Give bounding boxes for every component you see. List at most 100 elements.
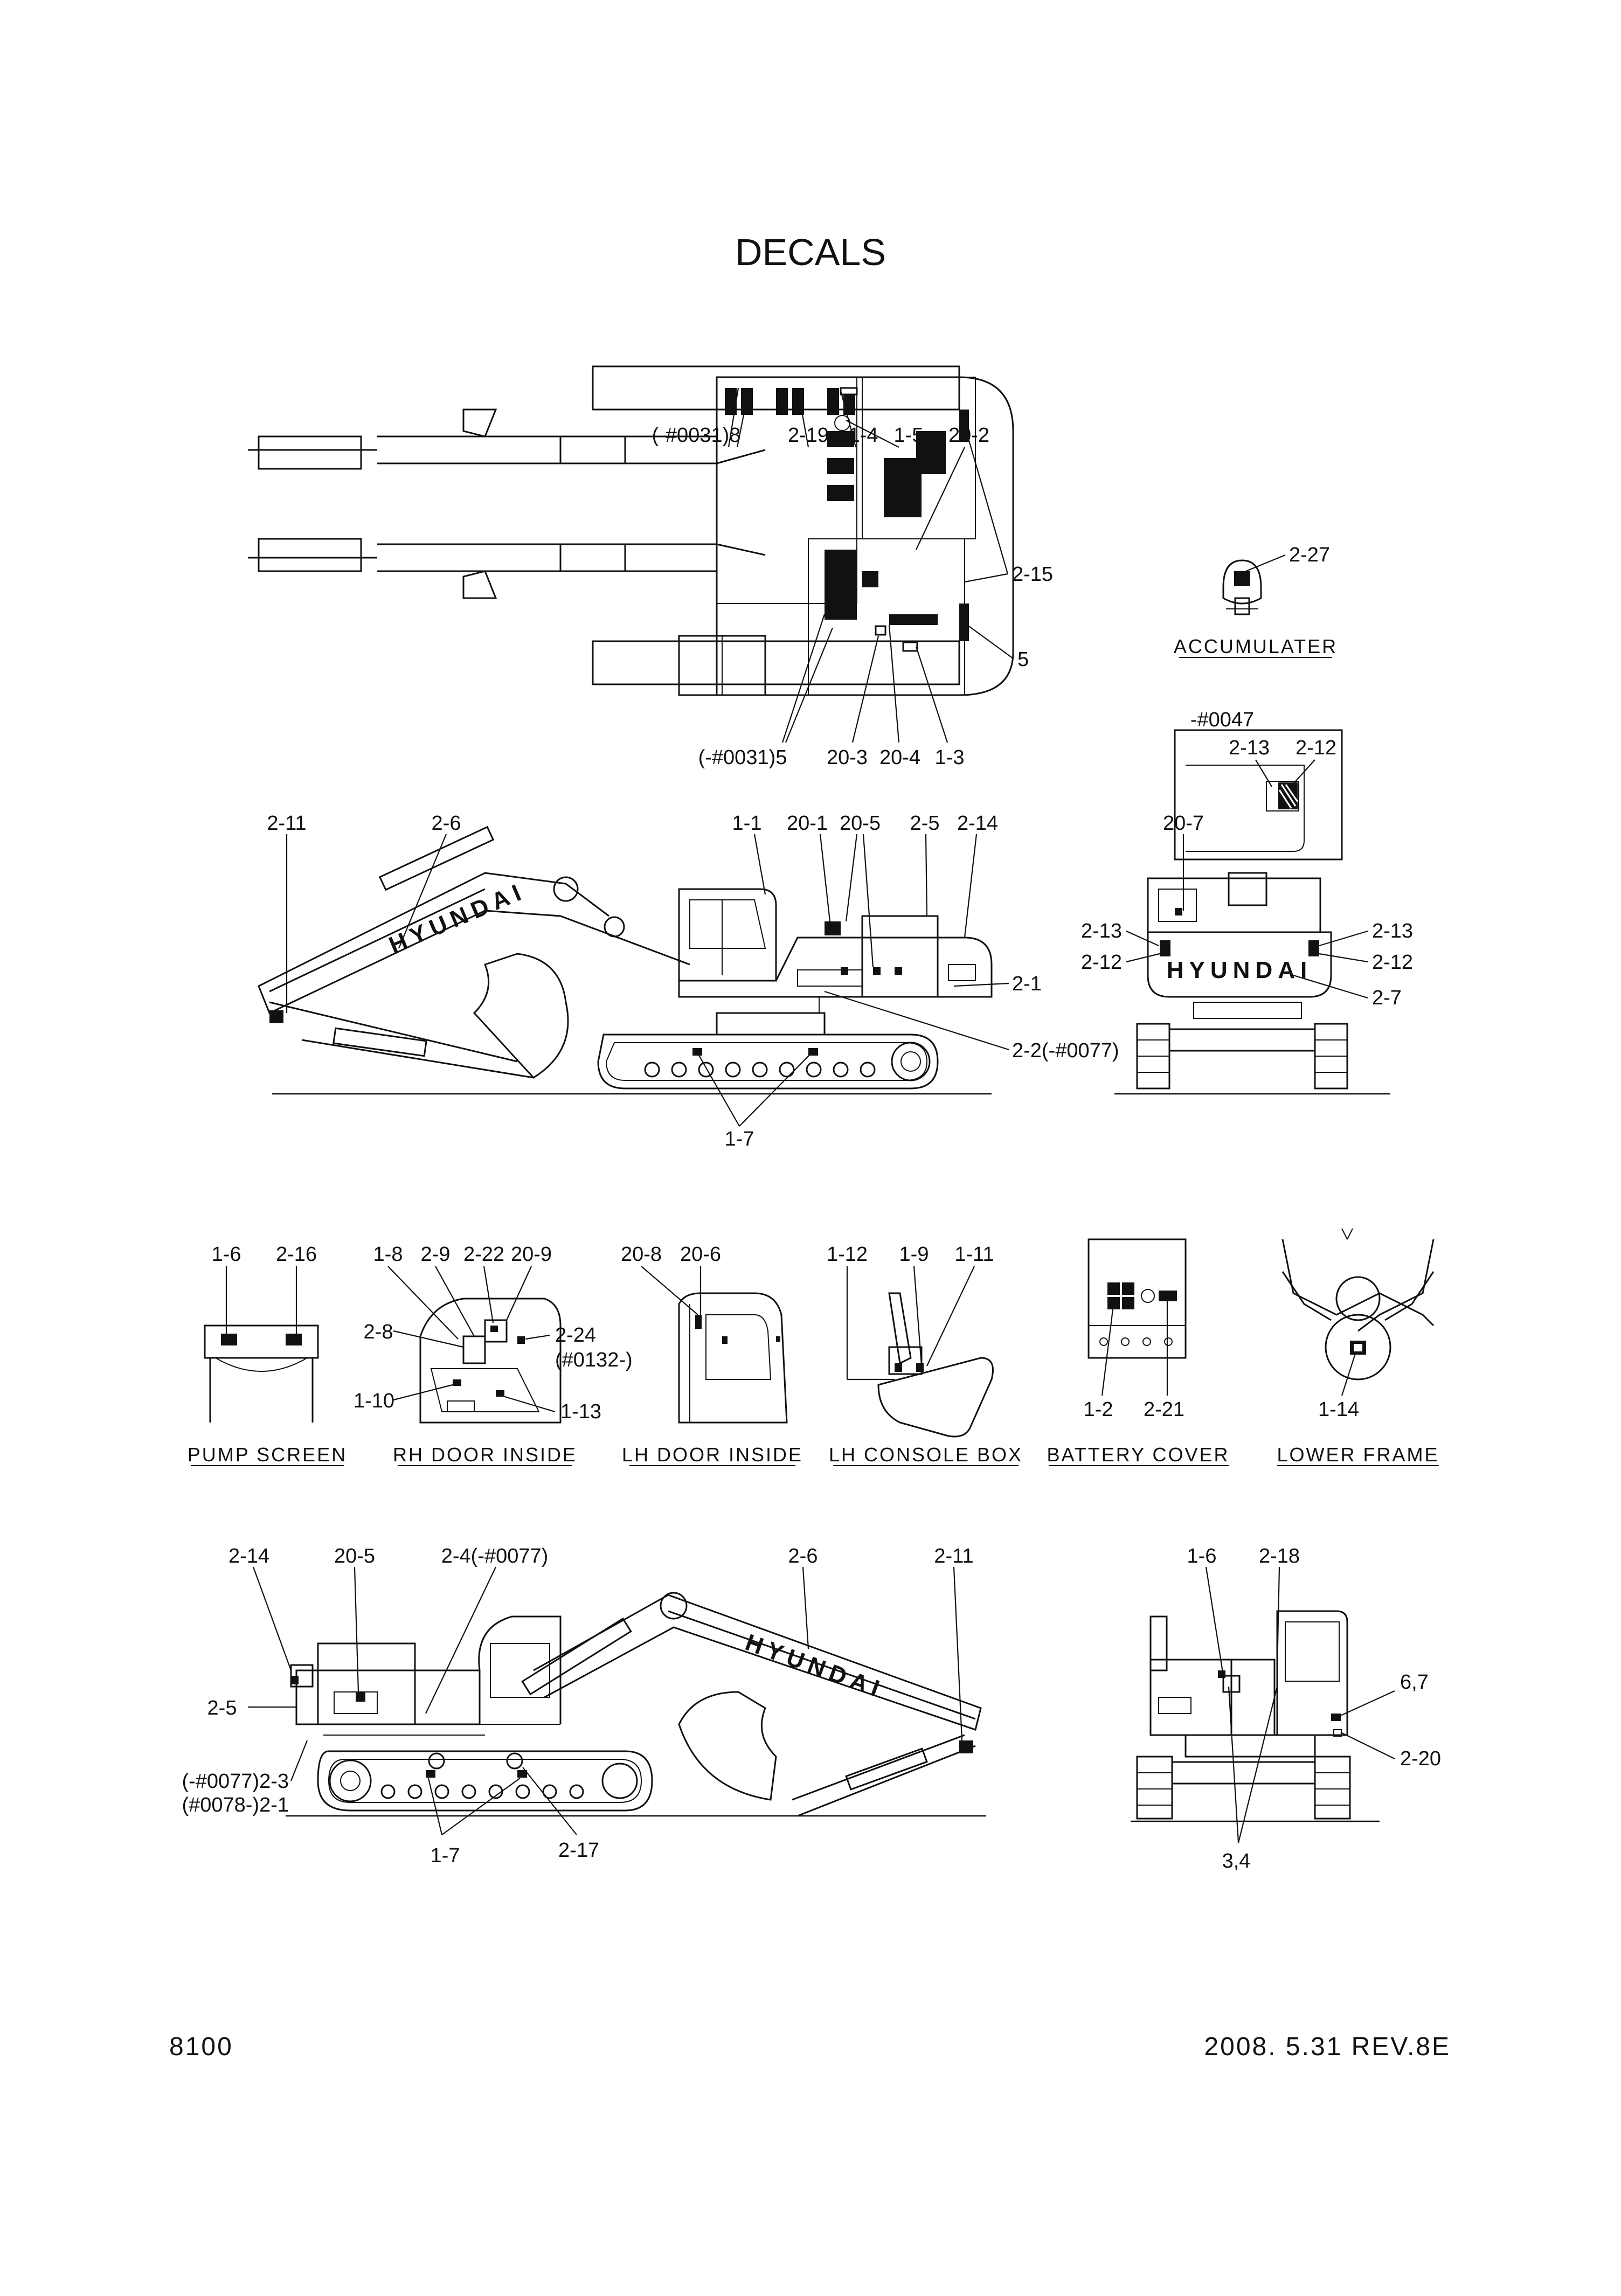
rear-view: -#0047 2-13 2-12 HYUNDAI xyxy=(1114,709,1390,1095)
callout: 2-27 xyxy=(1289,544,1330,566)
callout: (#0132-) xyxy=(555,1349,633,1371)
callout: 1-3 xyxy=(935,746,965,769)
left-side-view: HYUNDAI xyxy=(258,826,993,1095)
callout: 2-13 xyxy=(1229,737,1270,759)
right-side-callouts: 2-14 20-5 2-4(-#0077) 2-6 2-11 2-5 (-#00… xyxy=(182,1545,973,1867)
page-number: 8100 xyxy=(169,2033,233,2061)
callout: (-#0031)5 xyxy=(698,746,787,769)
front-view-callouts: 1-6 2-18 6,7 2-20 3,4 xyxy=(1187,1545,1442,1872)
detail-pump-screen: 1-6 2-16 PUMP SCREEN xyxy=(188,1243,347,1466)
callout: 1-4 xyxy=(849,424,878,447)
top-view-leaders xyxy=(728,387,1014,743)
callout: 20-3 xyxy=(827,746,868,769)
brand-logo: HYUNDAI xyxy=(385,877,530,959)
callout: 20-4 xyxy=(879,746,920,769)
callout: 1-14 xyxy=(1318,1398,1359,1421)
brand-logo: HYUNDAI xyxy=(1167,957,1312,983)
detail-lh-console-box: 1-12 1-9 1-11 LH CONSOLE BOX xyxy=(827,1243,1023,1466)
accumulator: 2-27 ACCUMULATER xyxy=(1174,544,1338,658)
callout: 20-1 xyxy=(787,812,828,835)
callout: 2-17 xyxy=(558,1839,599,1862)
callout: 2-7 xyxy=(1372,987,1402,1009)
caption-accumulater: ACCUMULATER xyxy=(1174,635,1338,657)
right-side-leaders xyxy=(248,1566,963,1835)
detail-rh-door-inside: 1-8 2-9 2-22 20-9 2-8 2-24 (#0132-) 1-10… xyxy=(354,1243,633,1466)
callout: 2-5 xyxy=(207,1697,237,1719)
callout: 2-15 xyxy=(1012,563,1053,586)
callout: 2-11 xyxy=(934,1545,973,1567)
callout: 2-13 xyxy=(1081,920,1122,942)
callout: 1-2 xyxy=(1084,1398,1113,1421)
page-title: DECALS xyxy=(735,231,886,273)
detail-lh-door-inside: 20-8 20-6 LH DOOR INSIDE xyxy=(621,1243,803,1466)
callout: 1-9 xyxy=(899,1243,929,1266)
callout: 3,4 xyxy=(1222,1850,1251,1872)
callout: 1-7 xyxy=(431,1844,460,1867)
callout: 2-20 xyxy=(1400,1747,1441,1770)
callout: 2-13 xyxy=(1372,920,1413,942)
top-view-callouts: (-#0031)8 2-19 1-4 1-5 20-2 2-15 5 (-#00… xyxy=(652,424,1053,769)
callout: 2-21 xyxy=(1144,1398,1184,1421)
callout: 1-6 xyxy=(212,1243,241,1266)
callout: 2-12 xyxy=(1081,951,1122,974)
callout: 1-8 xyxy=(373,1243,403,1266)
rear-view-callouts: 20-7 2-13 2-12 2-13 2-12 2-7 xyxy=(1081,812,1413,1009)
front-view xyxy=(1131,1610,1380,1822)
callout: 2-2(-#0077) xyxy=(1012,1039,1119,1062)
callout: 20-5 xyxy=(840,812,881,835)
callout: 2-1 xyxy=(1012,973,1042,995)
callout: 20-2 xyxy=(948,424,989,447)
callout: 20-8 xyxy=(621,1243,662,1266)
callout: 6,7 xyxy=(1400,1671,1429,1694)
callout: 2-6 xyxy=(432,812,461,835)
callout: (#0078-)2-1 xyxy=(182,1794,289,1816)
callout: (-#0077)2-3 xyxy=(182,1770,289,1793)
callout: 1-11 xyxy=(954,1243,994,1266)
callout: 20-7 xyxy=(1163,812,1204,835)
rear-view-leaders xyxy=(1126,834,1368,999)
revision-date: 2008. 5.31 REV.8E xyxy=(1204,2033,1451,2061)
caption-lh-console-box: LH CONSOLE BOX xyxy=(829,1444,1023,1466)
caption-rh-door-inside: RH DOOR INSIDE xyxy=(393,1444,577,1466)
callout: 2-11 xyxy=(267,812,306,835)
callout: 1-10 xyxy=(354,1390,394,1412)
callout: 2-8 xyxy=(364,1321,393,1343)
callout: 5 xyxy=(1017,648,1029,671)
callout: 2-14 xyxy=(957,812,998,835)
callout: 1-12 xyxy=(827,1243,868,1266)
callout: 1-13 xyxy=(560,1400,601,1423)
caption-lower-frame: LOWER FRAME xyxy=(1277,1444,1439,1466)
caption-battery-cover: BATTERY COVER xyxy=(1047,1444,1229,1466)
callout: 2-6 xyxy=(788,1545,818,1567)
callout: 2-16 xyxy=(276,1243,317,1266)
left-side-callouts: 2-11 2-6 1-1 20-1 20-5 2-5 2-14 2-1 2-2(… xyxy=(267,812,1119,1150)
callout: 2-9 xyxy=(421,1243,451,1266)
callout: 2-18 xyxy=(1259,1545,1300,1567)
callout: 2-14 xyxy=(228,1545,269,1567)
callout: (-#0031)8 xyxy=(652,424,741,447)
top-view xyxy=(248,365,1014,696)
callout: 2-12 xyxy=(1296,737,1336,759)
callout: 1-7 xyxy=(725,1128,754,1150)
callout: 2-22 xyxy=(463,1243,504,1266)
callout: 2-19 xyxy=(788,424,829,447)
callout: 2-5 xyxy=(910,812,940,835)
callout: 2-24 xyxy=(555,1324,596,1347)
left-side-leaders xyxy=(286,834,1009,1127)
callout: 20-6 xyxy=(680,1243,721,1266)
caption-lh-door-inside: LH DOOR INSIDE xyxy=(622,1444,803,1466)
callout: 20-5 xyxy=(334,1545,375,1567)
callout: 20-9 xyxy=(511,1243,552,1266)
callout: 1-5 xyxy=(894,424,924,447)
detail-lower-frame: 1-14 LOWER FRAME xyxy=(1277,1228,1439,1466)
callout: 2-12 xyxy=(1372,951,1413,974)
detail-battery-cover: 1-2 2-21 BATTERY COVER xyxy=(1047,1238,1229,1466)
caption-pump-screen: PUMP SCREEN xyxy=(188,1444,347,1466)
callout: 1-6 xyxy=(1187,1545,1217,1567)
front-view-leaders xyxy=(1205,1566,1395,1843)
callout: 1-1 xyxy=(732,812,762,835)
right-side-view: HYUNDAI xyxy=(286,1592,986,1817)
callout: 2-4(-#0077) xyxy=(441,1545,549,1567)
serial-note: -#0047 xyxy=(1190,709,1254,731)
